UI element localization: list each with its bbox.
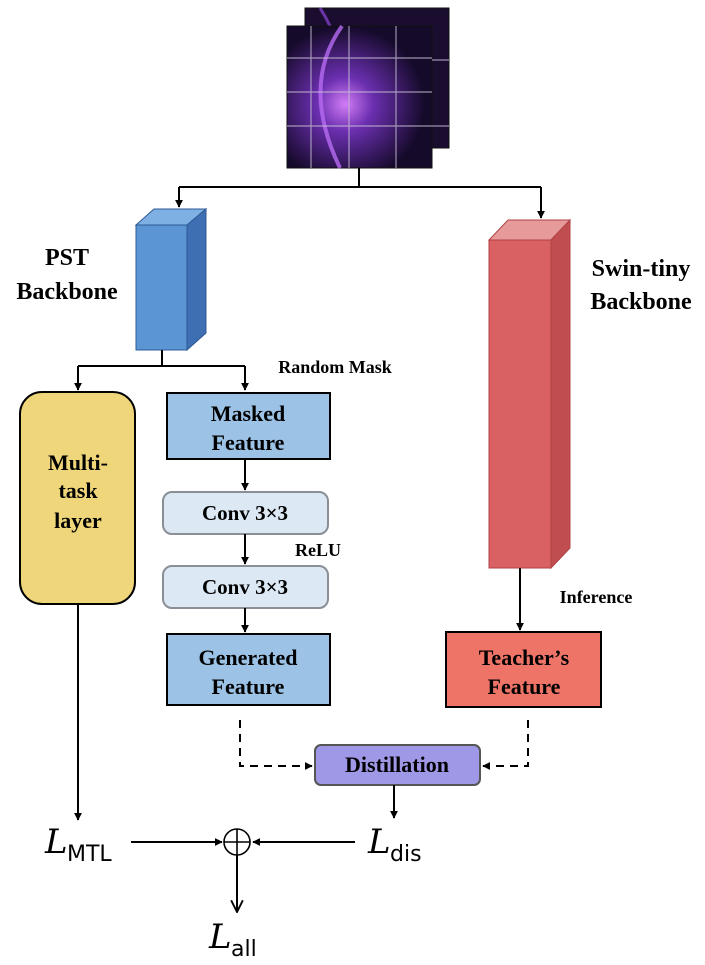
swin-backbone-block bbox=[487, 218, 572, 570]
input-image-front bbox=[286, 25, 433, 169]
masked-feature-label-line2: Feature bbox=[212, 430, 285, 455]
distillation-box bbox=[314, 744, 481, 786]
svg-text:all: all bbox=[231, 937, 257, 962]
svg-text:L: L bbox=[208, 917, 232, 957]
input-image-stack bbox=[286, 7, 450, 169]
multitask-label-line3: layer bbox=[54, 508, 102, 533]
svg-text:MTL: MTL bbox=[67, 842, 112, 867]
sum-operator-icon bbox=[223, 828, 251, 856]
conv1-label: Conv 3×3 bbox=[202, 501, 288, 525]
svg-text:L: L bbox=[44, 822, 68, 862]
image-split-connector bbox=[175, 168, 545, 219]
distillation-dashed-connectors bbox=[239, 720, 529, 770]
distillation-label: Distillation bbox=[345, 752, 449, 777]
generated-feature-label-line2: Feature bbox=[212, 674, 285, 699]
conv2-label: Conv 3×3 bbox=[202, 575, 288, 599]
masked-feature-box bbox=[166, 392, 331, 460]
teacher-feature-label-line2: Feature bbox=[488, 674, 561, 699]
random-mask-label: Random Mask bbox=[278, 357, 392, 377]
inference-label: Inference bbox=[560, 587, 633, 607]
pst-backbone-label-line1: PST bbox=[45, 245, 89, 271]
loss-dis-label: L dis bbox=[367, 822, 422, 867]
relu-label: ReLU bbox=[295, 540, 341, 560]
loss-all-label: L all bbox=[208, 917, 257, 962]
generated-feature-label-line1: Generated bbox=[199, 645, 298, 670]
loss-mtl-label: L MTL bbox=[44, 822, 112, 867]
pst-backbone-block bbox=[134, 207, 208, 352]
svg-text:L: L bbox=[367, 822, 391, 862]
swin-backbone-label-line2: Backbone bbox=[590, 289, 692, 315]
multitask-label-line2: task bbox=[58, 478, 98, 503]
teacher-feature-box bbox=[445, 631, 602, 708]
generated-feature-box bbox=[166, 633, 331, 706]
masked-feature-label-line1: Masked bbox=[211, 401, 286, 426]
pst-split-connector bbox=[74, 350, 249, 391]
pst-backbone-label-line2: Backbone bbox=[16, 279, 118, 305]
multitask-label-line1: Multi- bbox=[48, 450, 108, 475]
teacher-feature-label-line1: Teacher’s bbox=[479, 645, 570, 670]
image-grid-lines bbox=[287, 26, 449, 168]
svg-text:dis: dis bbox=[390, 842, 422, 867]
plasma-arc bbox=[318, 24, 344, 169]
swin-backbone-label-line1: Swin-tiny bbox=[592, 256, 691, 282]
